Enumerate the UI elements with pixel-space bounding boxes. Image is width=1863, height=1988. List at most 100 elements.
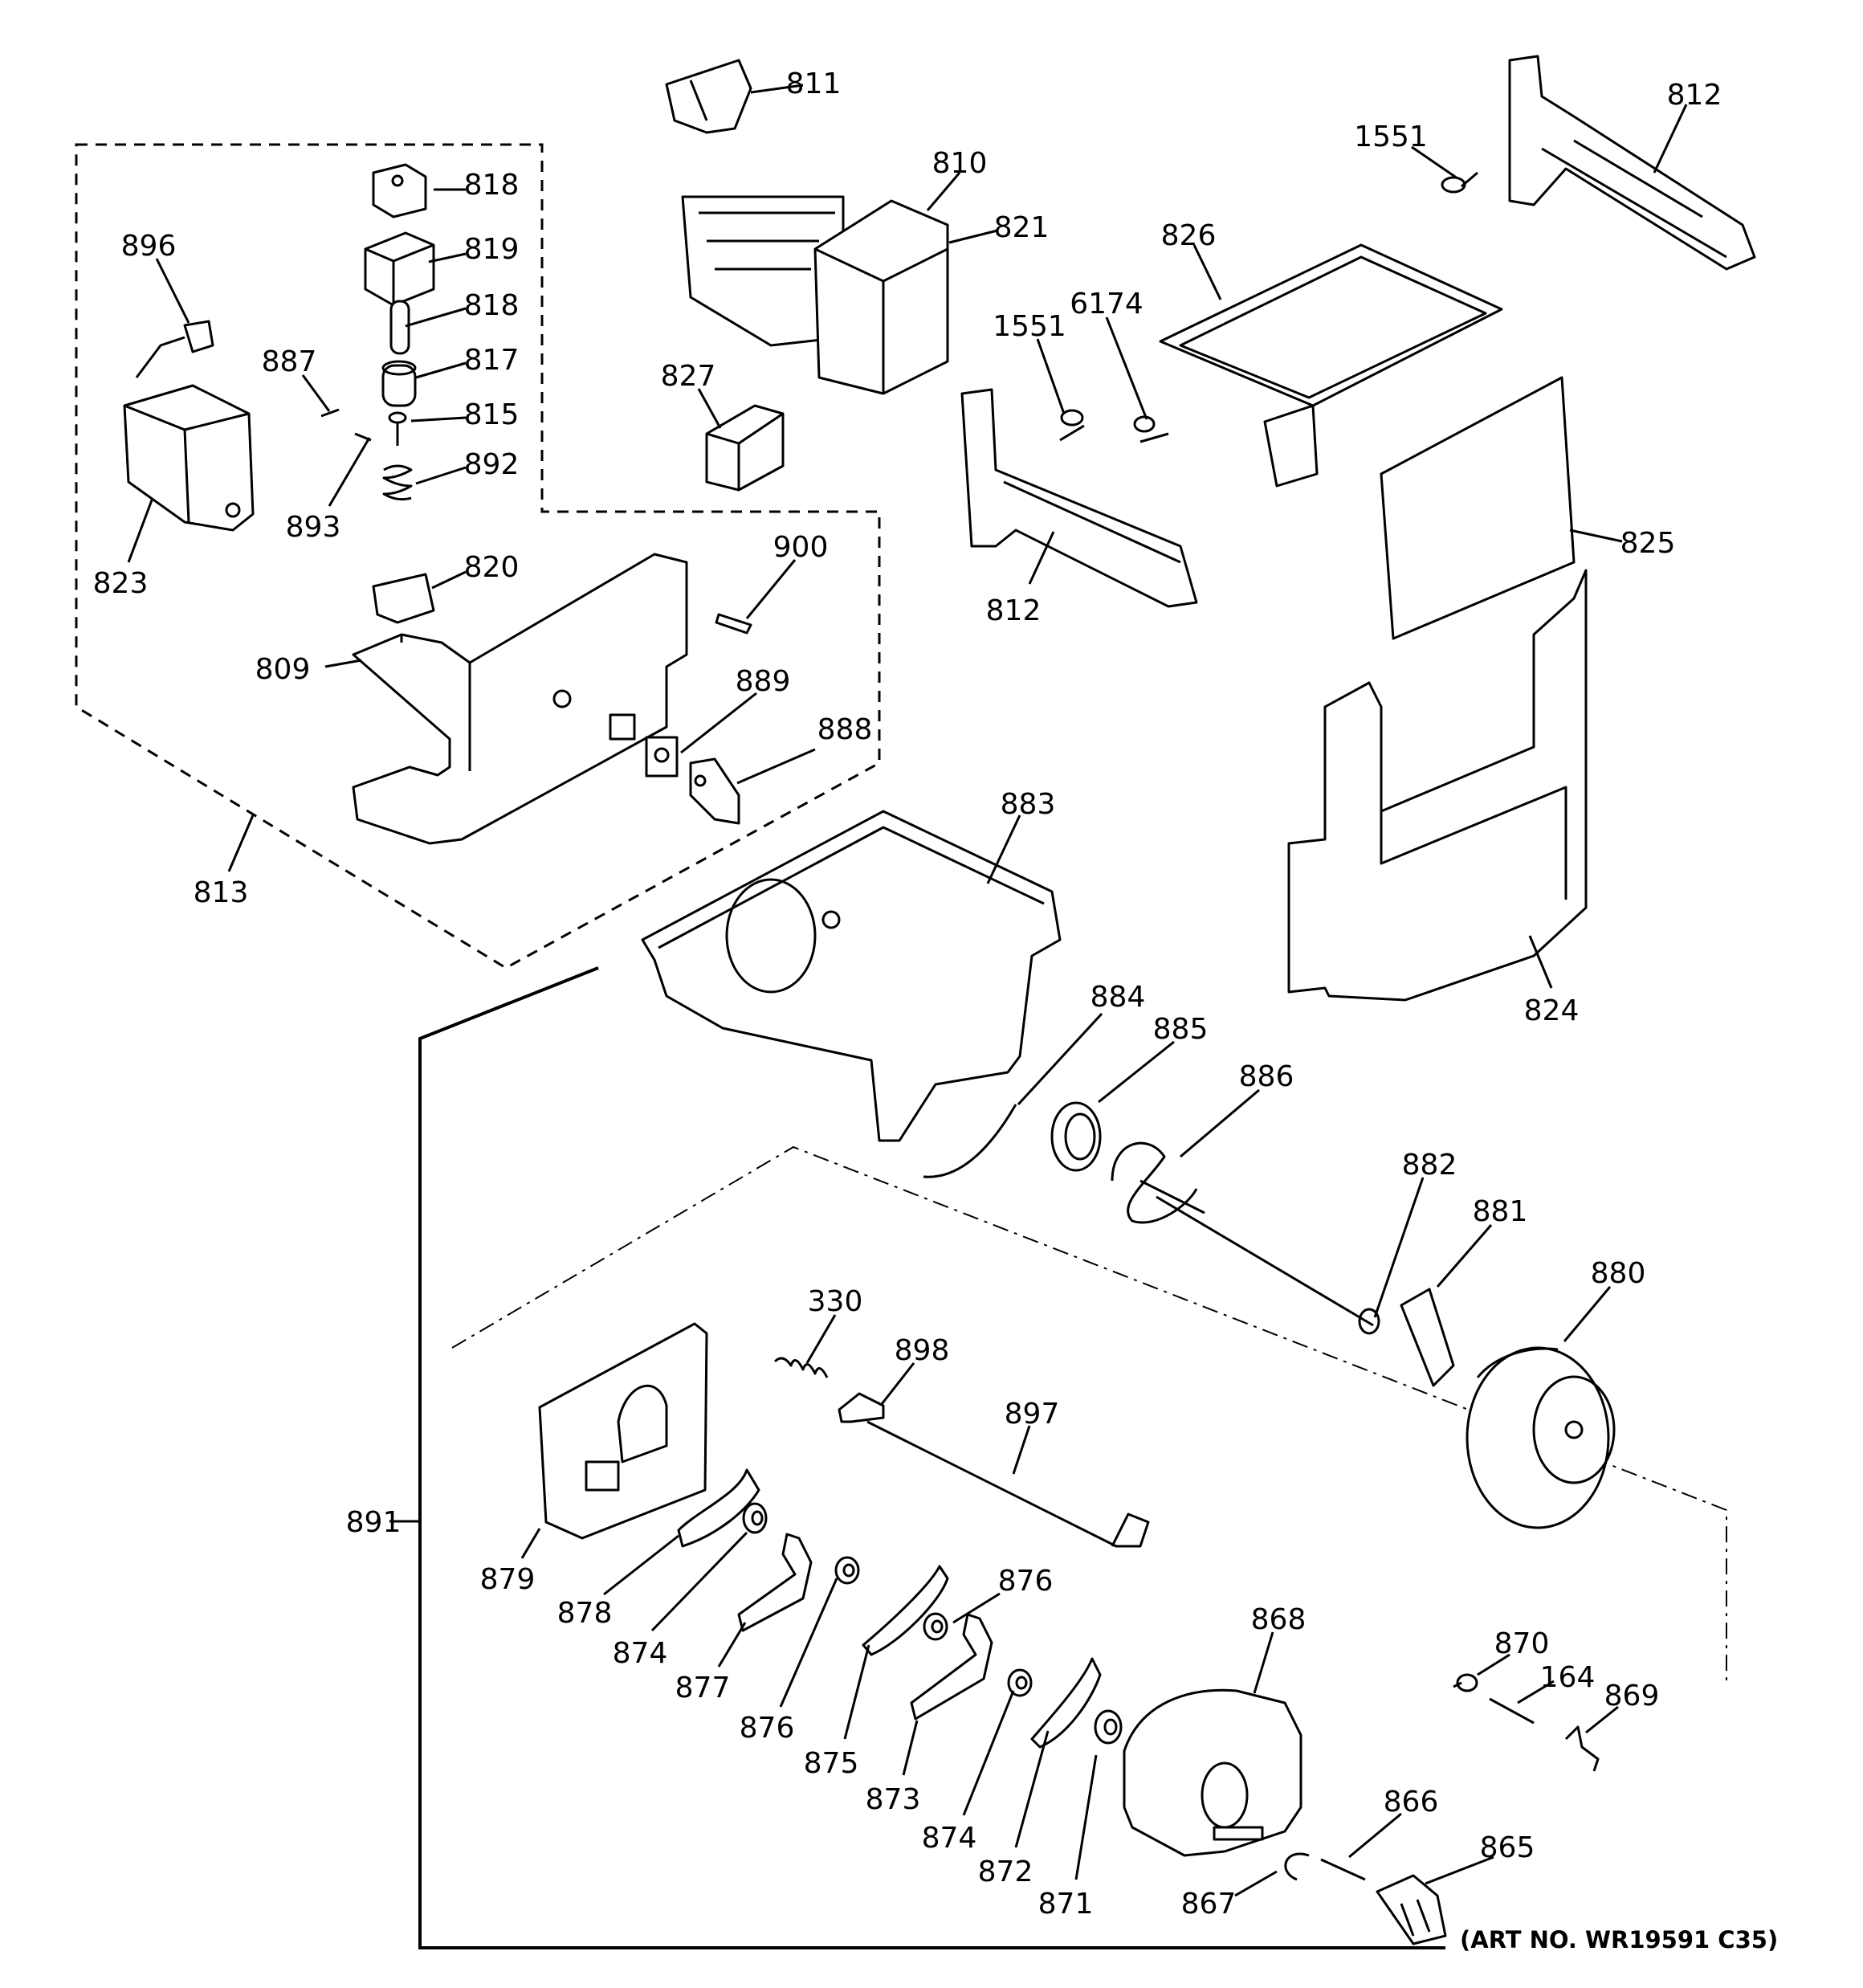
part-number-label: 867 <box>1181 1888 1237 1921</box>
part-897-rod <box>867 1422 1148 1546</box>
part-869-clip <box>1566 1727 1598 1771</box>
part-872-cam <box>1032 1659 1100 1747</box>
callout-layer: 8118108218121551826818819818896817887815… <box>93 67 1722 1921</box>
callout-c892: 892 <box>415 448 519 485</box>
callout-c1551a: 1551 <box>1354 120 1458 180</box>
part-892-spring <box>384 466 411 500</box>
part-1551-screw-a <box>1442 173 1478 192</box>
leader-line <box>1253 1631 1274 1694</box>
leader-line <box>1653 104 1688 173</box>
part-number-label: 1551 <box>1354 120 1428 153</box>
part-865-tab <box>1377 1876 1445 1944</box>
callout-c330: 330 <box>805 1285 862 1364</box>
callout-c900: 900 <box>745 531 828 619</box>
callout-c880: 880 <box>1563 1257 1645 1342</box>
leader-line <box>745 559 797 619</box>
part-number-label: 887 <box>262 345 317 378</box>
leader-line <box>1017 1012 1103 1106</box>
leader-line <box>680 692 757 754</box>
callout-c898: 898 <box>880 1334 949 1405</box>
part-815-pin <box>389 413 406 446</box>
part-number-label: 866 <box>1384 1786 1439 1819</box>
leader-line <box>1436 1224 1493 1288</box>
callout-c825: 825 <box>1569 527 1675 560</box>
part-886-auger <box>1112 1143 1373 1325</box>
leader-line <box>1563 1286 1612 1342</box>
part-884-wire <box>923 1104 1016 1177</box>
part-number-label: 871 <box>1038 1888 1094 1921</box>
leader-line <box>127 497 154 563</box>
part-1551-screw-b <box>1060 410 1084 440</box>
callout-c896: 896 <box>121 230 190 324</box>
leader-line <box>962 1690 1015 1816</box>
leader-line <box>324 659 362 668</box>
part-number-label: 876 <box>998 1565 1054 1598</box>
callout-c815: 815 <box>410 398 519 431</box>
part-number-label: 817 <box>464 344 520 377</box>
part-number-label: 824 <box>1524 994 1580 1027</box>
callout-c164: 164 <box>1517 1661 1595 1704</box>
callout-c818b: 818 <box>405 289 520 328</box>
part-number-label: 6174 <box>1070 288 1143 320</box>
leader-line <box>843 1644 870 1740</box>
part-number-label: 883 <box>1001 788 1056 821</box>
part-330-spring <box>775 1358 827 1378</box>
leader-line <box>1517 1680 1555 1704</box>
leader-line <box>415 361 467 379</box>
leader-line <box>902 1720 919 1776</box>
callout-c6174: 6174 <box>1070 288 1148 420</box>
callout-c811: 811 <box>750 67 841 100</box>
part-876-washer-a <box>836 1557 858 1583</box>
callout-c871: 871 <box>1038 1754 1098 1921</box>
part-number-label: 865 <box>1480 1831 1535 1864</box>
part-827-cap <box>707 406 783 490</box>
callout-c817: 817 <box>415 344 520 379</box>
art-number: (ART NO. WR19591 C35) <box>1460 1926 1778 1953</box>
part-number-label: 881 <box>1473 1195 1528 1228</box>
part-number-label: 885 <box>1153 1013 1209 1046</box>
leader-line <box>1074 1754 1098 1880</box>
leader-line <box>227 814 255 872</box>
part-number-label: 889 <box>736 665 791 698</box>
part-888-clip <box>691 759 739 823</box>
leader-line <box>410 416 467 423</box>
part-871-bushing <box>1095 1711 1121 1743</box>
leader-line <box>880 1362 915 1405</box>
part-number-label: 868 <box>1251 1603 1307 1636</box>
part-818-coil <box>373 165 426 217</box>
leader-line <box>986 814 1021 884</box>
part-number-label: 812 <box>1667 79 1722 112</box>
part-number-label: 884 <box>1090 981 1146 1014</box>
part-818-plunger <box>391 301 409 353</box>
leader-line <box>650 1531 748 1632</box>
callout-c885: 885 <box>1098 1013 1209 1104</box>
part-164-pin <box>1490 1699 1534 1723</box>
part-number-label: 876 <box>740 1712 795 1745</box>
part-number-label: 819 <box>464 233 520 266</box>
part-812-lower-bracket <box>962 390 1196 606</box>
part-876-washer-b <box>924 1614 947 1639</box>
part-number-label: 818 <box>464 289 520 322</box>
assembly-813-boundary <box>75 143 881 970</box>
callout-c821: 821 <box>948 211 1049 244</box>
part-875-cam <box>863 1566 948 1655</box>
callout-c881: 881 <box>1436 1195 1528 1288</box>
part-880-drum <box>1467 1348 1614 1528</box>
leader-line <box>779 1578 838 1708</box>
callout-c819: 819 <box>428 233 520 266</box>
part-825-panel <box>1381 378 1574 639</box>
leader-line <box>1569 529 1623 543</box>
callout-c812b: 812 <box>986 531 1055 627</box>
part-number-label: 812 <box>986 594 1042 627</box>
part-number-label: 897 <box>1005 1398 1060 1431</box>
callout-c883: 883 <box>986 788 1056 884</box>
callout-c893: 893 <box>286 437 371 544</box>
callout-c888: 888 <box>736 713 872 785</box>
part-6174-screw <box>1135 417 1168 442</box>
part-number-label: 874 <box>613 1637 668 1670</box>
callout-c820: 820 <box>431 551 519 590</box>
part-868-housing <box>1124 1690 1301 1855</box>
callout-c818a: 818 <box>434 169 519 202</box>
part-number-label: 891 <box>346 1506 402 1539</box>
